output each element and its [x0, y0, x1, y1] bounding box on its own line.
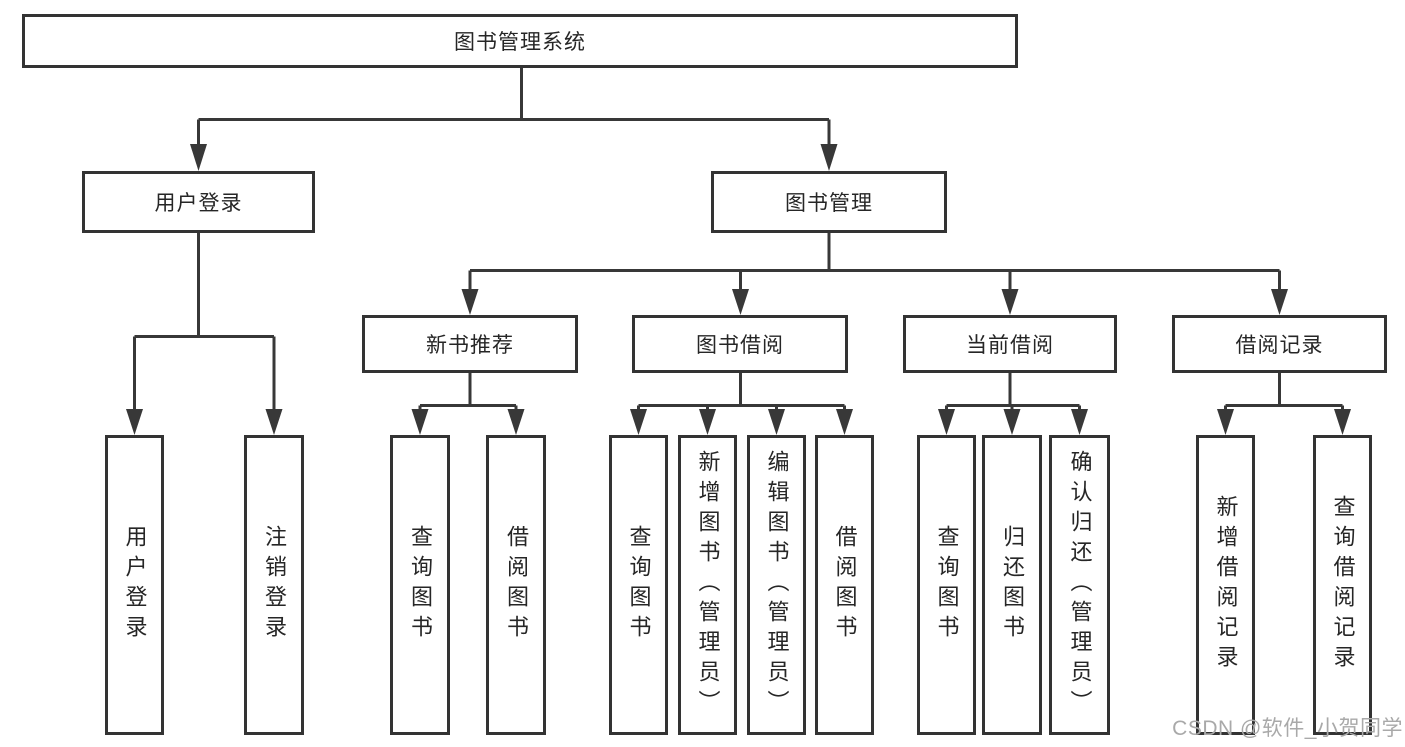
node-book-management: 图书管理 — [711, 171, 947, 233]
connector-user-login-to-leaves — [133, 233, 276, 415]
leaf-borrow-books-2: 借阅图书 — [815, 435, 874, 735]
node-current-borrowing: 当前借阅 — [903, 315, 1117, 373]
leaf-edit-books-admin: 编辑图书（管理员） — [747, 435, 806, 735]
connector-root-to-level2 — [197, 68, 831, 150]
connector-current-borrow-to-leaves — [945, 373, 1081, 415]
connector-book-borrow-to-leaves — [637, 373, 846, 415]
leaf-borrow-books-1: 借阅图书 — [486, 435, 546, 735]
arrowheads-level3 — [461, 289, 1288, 315]
node-root-system: 图书管理系统 — [22, 14, 1018, 68]
connector-new-book-to-leaves — [418, 373, 518, 415]
leaf-add-borrow-record: 新增借阅记录 — [1196, 435, 1255, 735]
arrowheads-user-login-leaves — [126, 409, 283, 435]
leaf-query-books-1: 查询图书 — [390, 435, 450, 735]
node-user-login: 用户登录 — [82, 171, 315, 233]
leaf-query-books-3: 查询图书 — [917, 435, 976, 735]
node-new-book-recommend: 新书推荐 — [362, 315, 578, 373]
node-borrowing-records: 借阅记录 — [1172, 315, 1387, 373]
connector-borrow-record-to-leaves — [1224, 373, 1344, 415]
leaf-confirm-return-admin: 确认归还（管理员） — [1049, 435, 1110, 735]
leaf-query-books-2: 查询图书 — [609, 435, 668, 735]
arrowheads-book-borrow-leaves — [630, 409, 853, 435]
arrowheads-new-book-leaves — [411, 409, 525, 435]
node-book-borrowing: 图书借阅 — [632, 315, 848, 373]
connector-book-mgmt-to-level3 — [468, 233, 1281, 296]
csdn-watermark: CSDN @软件_小贺同学 — [1172, 717, 1403, 740]
leaf-user-login: 用户登录 — [105, 435, 164, 735]
leaf-return-books: 归还图书 — [982, 435, 1042, 735]
arrowheads-borrow-record-leaves — [1217, 409, 1351, 435]
arrowheads-level2 — [190, 144, 838, 171]
arrowheads-current-borrow-leaves — [938, 409, 1088, 435]
leaf-add-books-admin: 新增图书（管理员） — [678, 435, 737, 735]
leaf-logout: 注销登录 — [244, 435, 304, 735]
leaf-query-borrow-record: 查询借阅记录 — [1313, 435, 1372, 735]
